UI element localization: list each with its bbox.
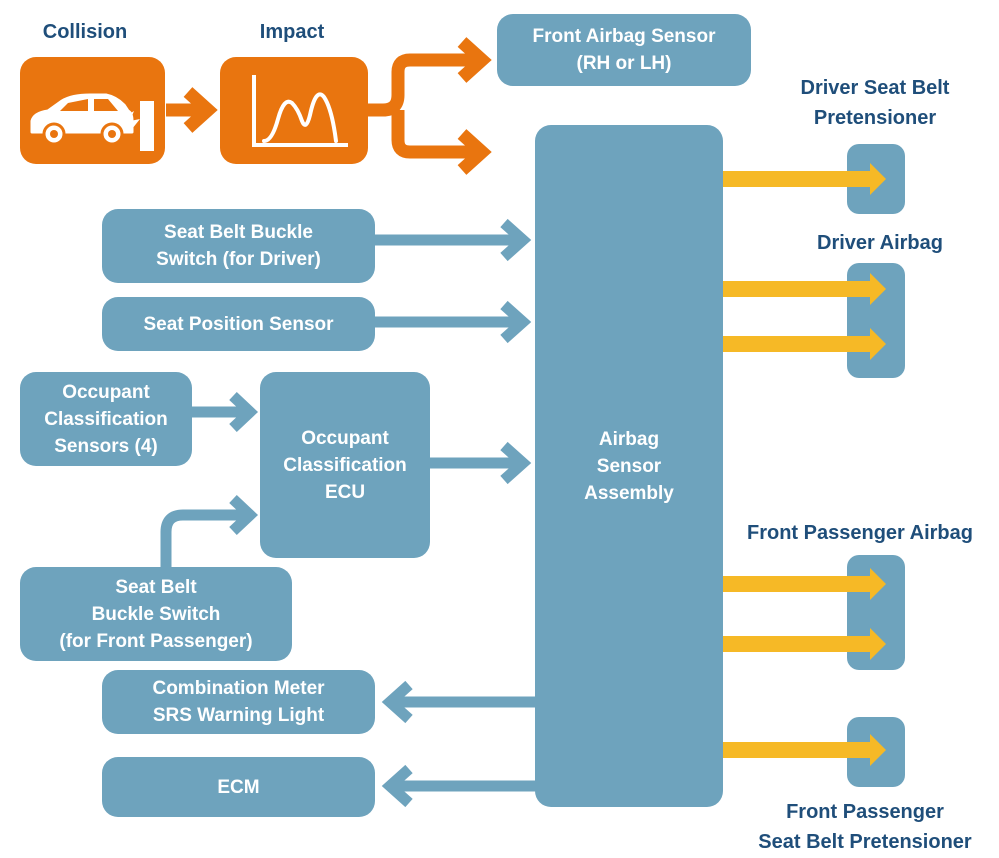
seat-position-box: Seat Position Sensor [102, 297, 375, 351]
passenger-pretensioner-line-2: Seat Belt Pretensioner [758, 831, 972, 853]
front-airbag-sensor-line-1: Front Airbag Sensor [532, 26, 716, 47]
buckle-passenger-line-1: Seat Belt [115, 576, 197, 598]
yellow-arrow-6 [723, 734, 886, 766]
ecm-line-1: ECM [217, 776, 260, 798]
passenger-airbag-line-1: Front Passenger Airbag [747, 522, 973, 544]
assembly-line-2: Sensor [596, 455, 662, 477]
driver-airbag-label: Driver Airbag [770, 228, 990, 258]
driver-pretensioner-line-1: Driver Seat Belt [800, 77, 950, 99]
yellow-arrow-3 [723, 328, 886, 360]
passenger-pretensioner-line-1: Front Passenger [786, 801, 944, 823]
buckle-passenger-arrow [160, 494, 259, 568]
impact-label: Impact [259, 21, 325, 43]
buckle-passenger-line-2: Buckle Switch [91, 603, 221, 625]
impact-graph-icon [252, 75, 348, 147]
ecm-box: ECM [102, 757, 375, 817]
blue-arrows [160, 218, 535, 808]
collision-label: Collision [42, 21, 128, 43]
buckle-driver-arrow [375, 218, 532, 262]
occupant-ecu-line-3: ECU [324, 481, 366, 503]
buckle-passenger-line-3: (for Front Passenger) [59, 630, 253, 652]
yellow-arrows [723, 163, 886, 766]
occupant-ecu-line-2: Classification [283, 454, 407, 476]
driver-airbag-line-1: Driver Airbag [817, 232, 943, 254]
seat-position-arrow [375, 300, 532, 344]
assembly-line-3: Assembly [584, 482, 674, 504]
assembly-line-1: Airbag [598, 428, 660, 450]
seat-position-line-1: Seat Position Sensor [143, 313, 334, 335]
yellow-arrow-2 [723, 273, 886, 305]
warning-light-arrow [381, 680, 535, 724]
combination-meter-line-2: SRS Warning Light [152, 705, 325, 726]
occupant-ecu-line-1: Occupant [301, 427, 389, 449]
driver-pretensioner-line-2: Pretensioner [813, 107, 937, 129]
combination-meter-line-1: Combination Meter [152, 678, 325, 699]
front-airbag-sensor-line-2: (RH or LH) [576, 53, 672, 74]
collision-to-impact-arrow [166, 87, 218, 133]
buckle-driver-line-1: Seat Belt Buckle [164, 222, 313, 243]
yellow-arrow-4 [723, 568, 886, 600]
collision-panel [20, 57, 165, 164]
ecu-arrow [430, 441, 532, 485]
occupant-sensors-box: Occupant Classification Sensors (4) [20, 372, 192, 466]
yellow-arrow-5 [723, 628, 886, 660]
airbag-sensor-assembly-box: Airbag Sensor Assembly [535, 125, 723, 807]
yellow-arrow-1 [723, 163, 886, 195]
driver-pretensioner-label: Driver Seat Belt Pretensioner [770, 73, 980, 133]
occupant-sensors-line-3: Sensors (4) [54, 435, 158, 457]
passenger-pretensioner-label: Front Passenger Seat Belt Pretensioner [740, 797, 990, 857]
occupant-sensors-line-2: Classification [44, 408, 168, 430]
occupant-sensors-arrow [192, 391, 259, 433]
ecm-arrow [381, 764, 535, 808]
combination-meter-box: Combination Meter SRS Warning Light [102, 670, 375, 734]
occupant-ecu-box: Occupant Classification ECU [260, 372, 430, 558]
passenger-airbag-label: Front Passenger Airbag [735, 518, 985, 548]
buckle-passenger-box: Seat Belt Buckle Switch (for Front Passe… [20, 567, 292, 661]
impact-split-arrows [368, 37, 492, 175]
buckle-driver-line-2: Switch (for Driver) [156, 249, 321, 270]
buckle-driver-box: Seat Belt Buckle Switch (for Driver) [102, 209, 375, 283]
orange-arrows [166, 37, 492, 175]
impact-panel [220, 57, 368, 164]
car-collision-icon [30, 93, 154, 151]
occupant-sensors-line-1: Occupant [62, 381, 150, 403]
front-airbag-sensor-box: Front Airbag Sensor (RH or LH) [497, 14, 751, 86]
